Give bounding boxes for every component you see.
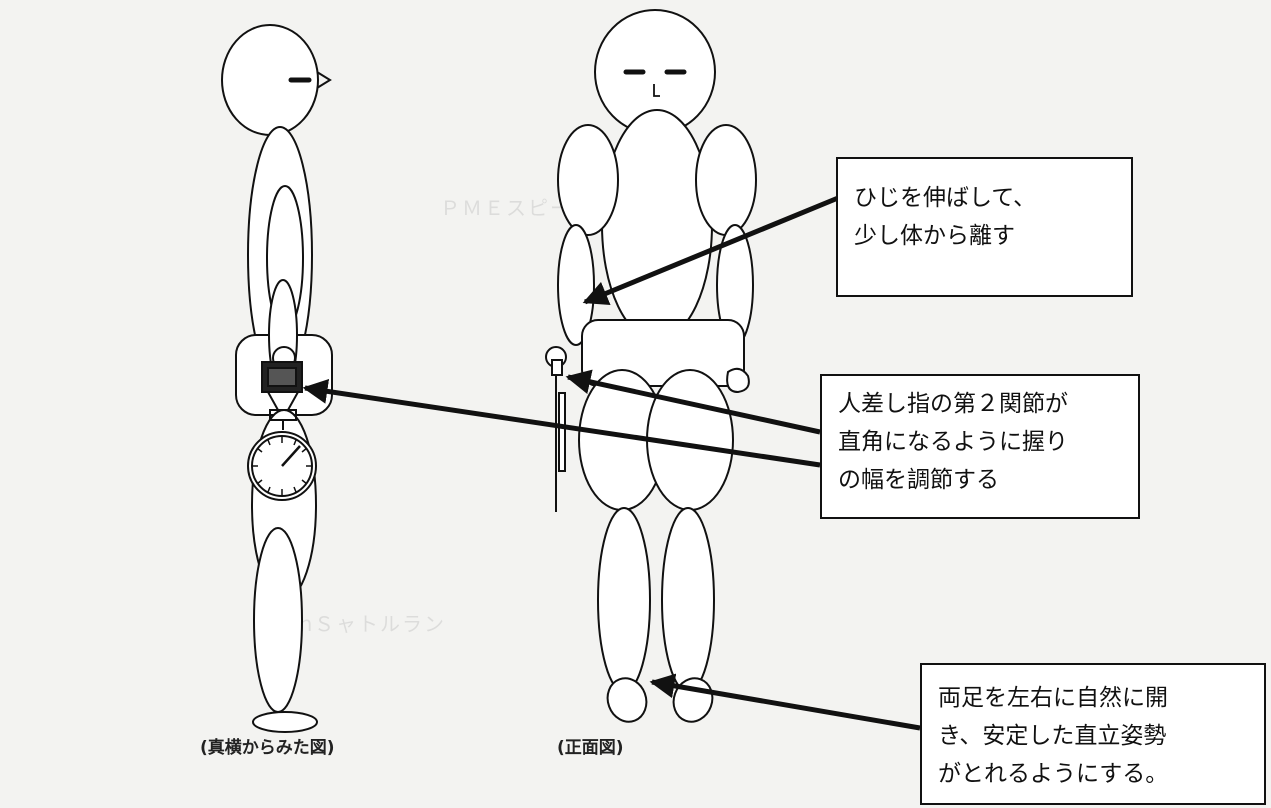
arrow-elbow xyxy=(582,195,839,306)
side-shin xyxy=(253,527,303,713)
caption-side-view: (真横からみた図) xyxy=(200,738,335,758)
front-view-figure xyxy=(545,9,757,723)
callout-stance-line-3: がとれるようにする。 xyxy=(938,761,1169,787)
grip-dynamometer-icon xyxy=(247,361,317,501)
arrow-grip-side xyxy=(302,378,821,468)
front-shin-left xyxy=(597,507,651,693)
front-nose xyxy=(653,84,660,97)
callout-grip-line-2: 直角になるように握り xyxy=(838,429,1068,455)
callout-elbow-line-1: ひじを伸ばして、 xyxy=(854,185,1037,211)
callout-grip-line-1: 人差し指の第２関節が xyxy=(838,391,1068,417)
front-foot-left xyxy=(606,677,648,723)
side-foot xyxy=(252,711,318,733)
front-fist-right xyxy=(726,367,750,394)
arrow-feet xyxy=(649,673,921,731)
callout-stance-line-1: 両足を左右に自然に開 xyxy=(938,685,1168,711)
callout-elbow-line-2: 少し体から離す xyxy=(854,223,1015,249)
front-shoulder-right xyxy=(695,124,757,236)
caption-front-view: (正面図) xyxy=(557,738,624,758)
front-torso xyxy=(601,109,713,341)
callout-elbow: ひじを伸ばして、 少し体から離す xyxy=(836,157,1133,297)
callout-stance: 両足を左右に自然に開 き、安定した直立姿勢 がとれるようにする。 xyxy=(920,663,1266,805)
front-shoulder-left xyxy=(557,124,619,236)
grip-dynamometer-front-icon xyxy=(551,359,566,512)
callout-stance-line-2: き、安定した直立姿勢 xyxy=(938,723,1167,749)
front-shin-right xyxy=(661,507,715,693)
side-nose xyxy=(316,71,332,89)
callout-arrows xyxy=(302,195,921,731)
callout-grip-line-3: の幅を調節する xyxy=(838,467,999,493)
callout-grip-width: 人差し指の第２関節が 直角になるように握り の幅を調節する xyxy=(820,374,1140,519)
arrow-grip-front xyxy=(565,369,821,435)
